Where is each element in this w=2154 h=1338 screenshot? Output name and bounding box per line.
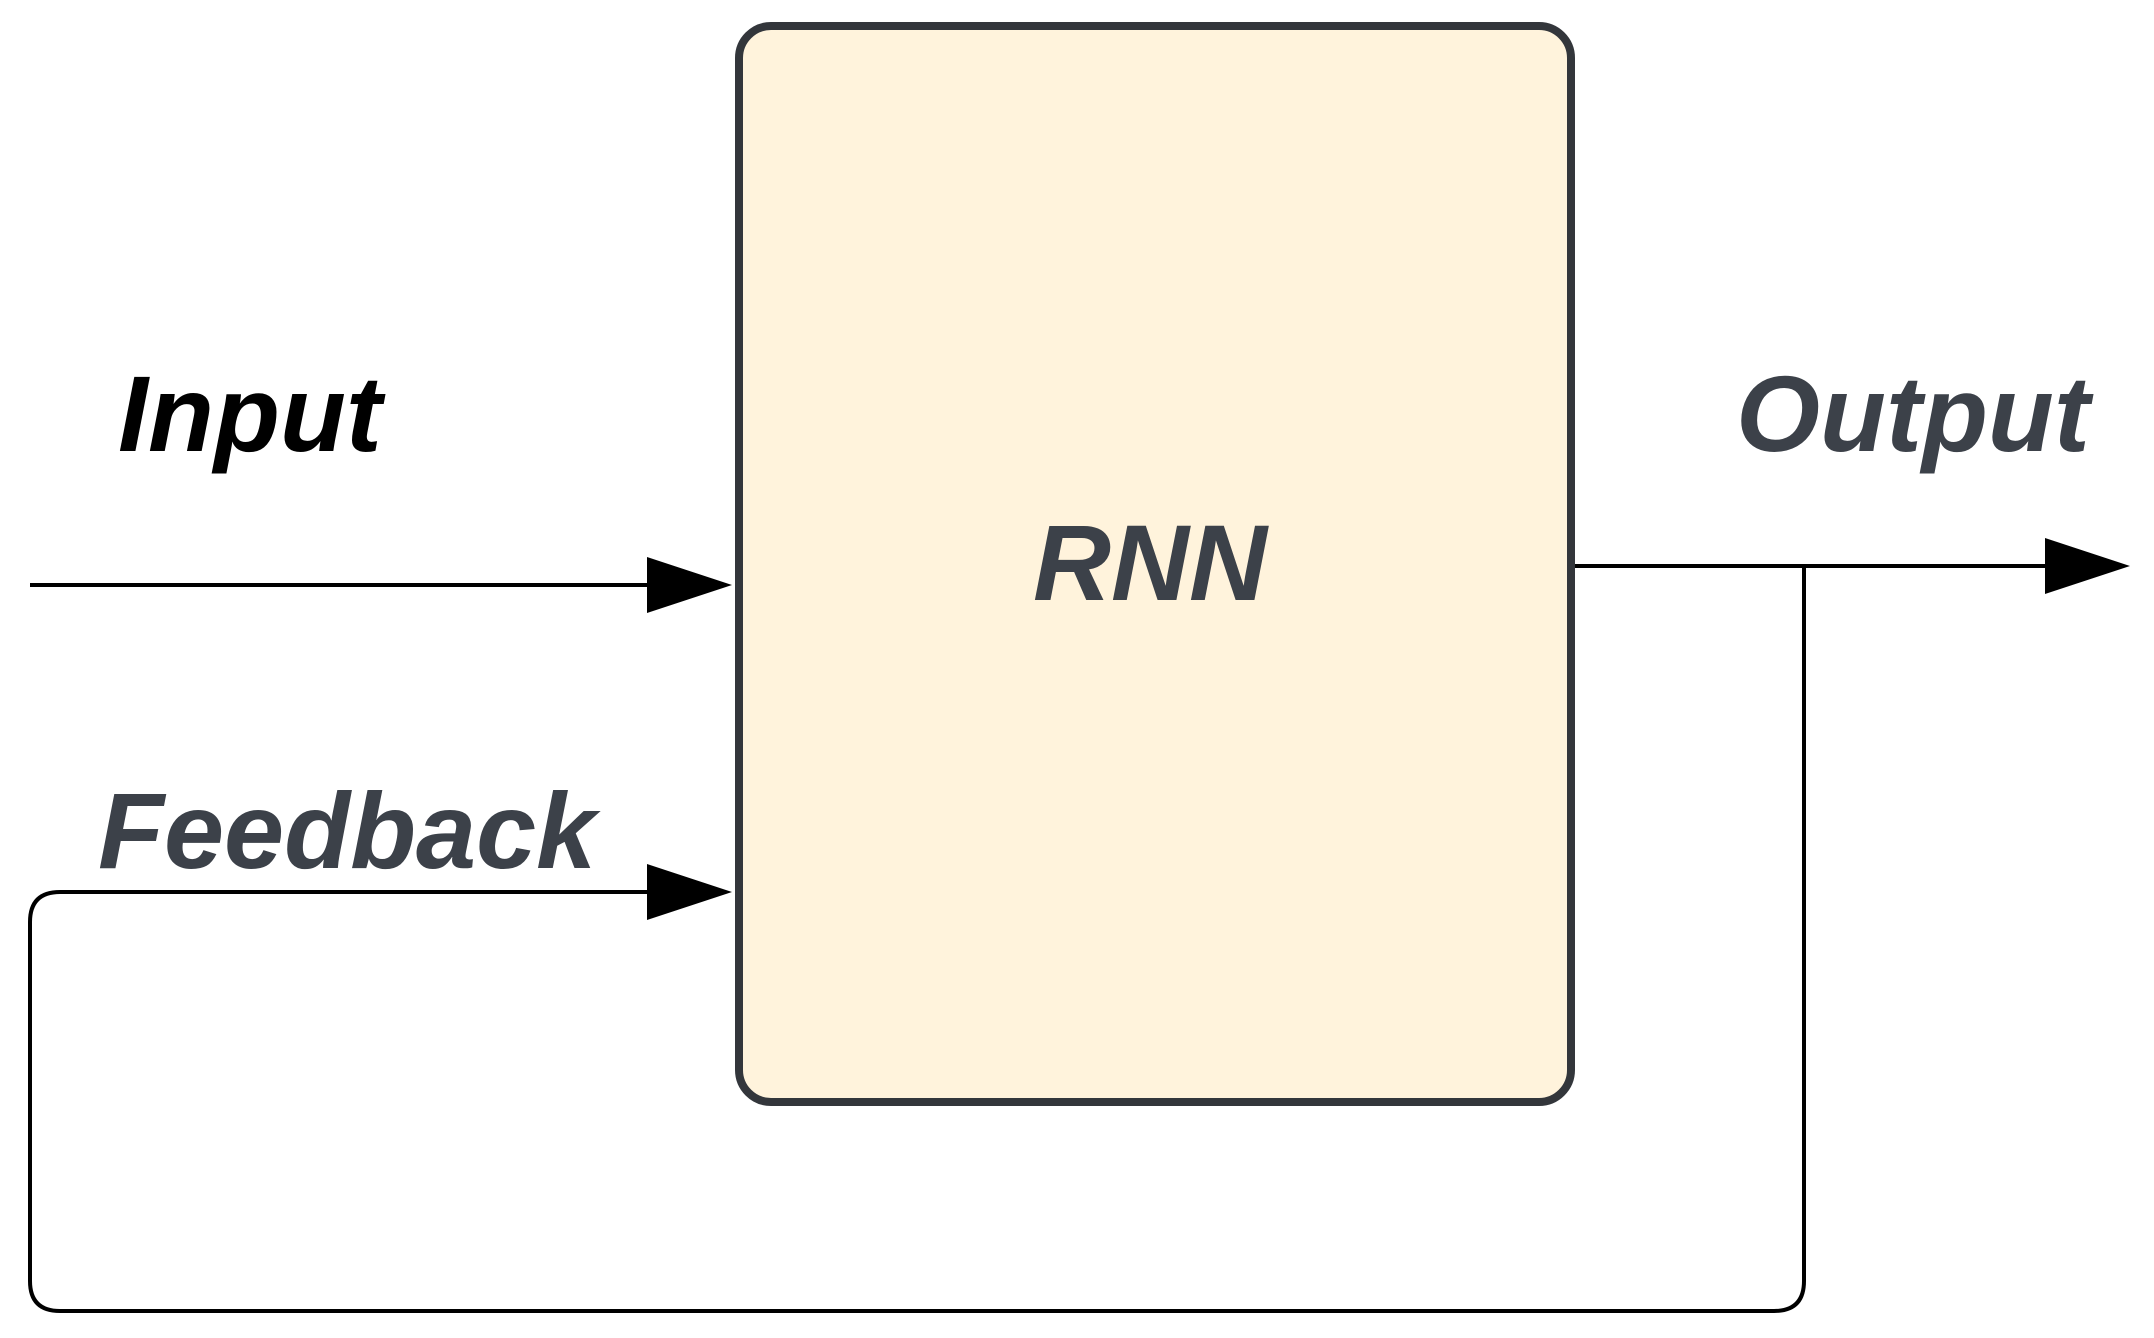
rnn-block-label: RNN [1033, 502, 1269, 623]
output-label: Output [1736, 353, 2094, 474]
feedback-label: Feedback [98, 770, 601, 891]
output-arrowhead [2045, 538, 2130, 594]
rnn-block[interactable] [735, 22, 1575, 1106]
feedback-arrowhead [647, 864, 732, 920]
input-arrowhead [647, 557, 732, 613]
feedback-loop-path [28, 566, 1806, 1313]
input-label: Input [118, 353, 386, 474]
